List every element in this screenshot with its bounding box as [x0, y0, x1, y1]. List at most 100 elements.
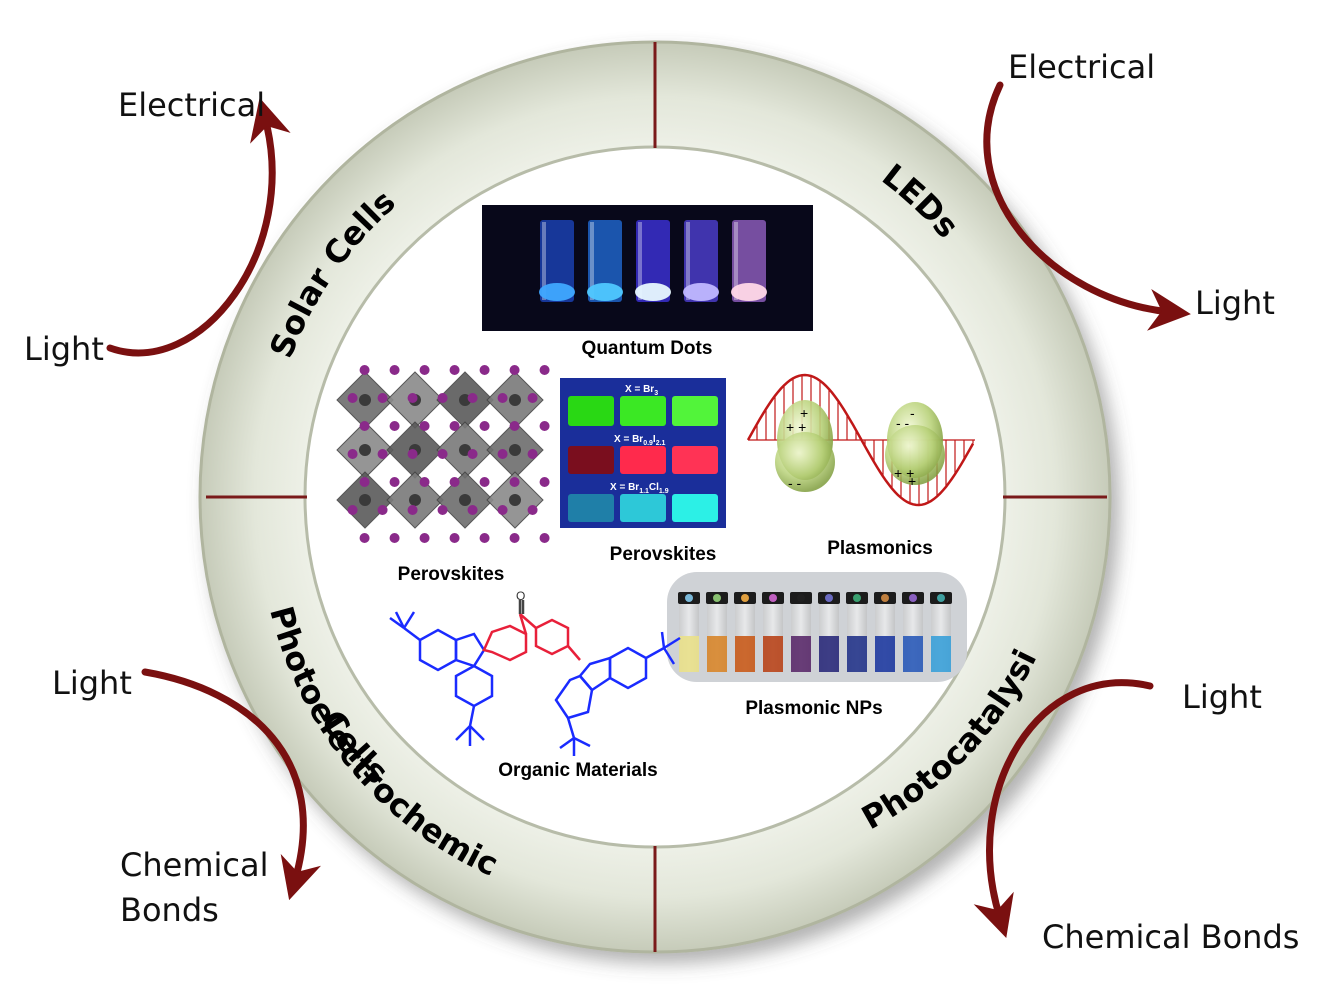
crystal-atom [509, 421, 520, 431]
label-plasmonics: Plasmonics [827, 538, 933, 559]
crystal-atom [419, 365, 430, 375]
svg-text:- -: - - [896, 415, 910, 431]
label-solar-light: Light [24, 330, 104, 368]
crystal-atom [407, 449, 418, 459]
label-perovskites-structure: Perovskites [398, 564, 505, 585]
label-perovskites-films: Perovskites [610, 544, 717, 565]
svg-text:-: - [910, 405, 915, 421]
crystal-atom [479, 365, 490, 375]
plasmonics-diagram: + + + - - - - - + + + [746, 373, 975, 507]
crystal-atom [509, 477, 520, 487]
crystal-octahedron [336, 371, 394, 429]
arrow-solar-light-to-electrical [106, 97, 291, 357]
label-led-light: Light [1195, 284, 1275, 322]
crystal-octahedron [486, 371, 544, 429]
perovskite-films-photo: X = Br3 X = Br0.9I2.1 X = Br1.1Cl1.9 [560, 378, 726, 528]
crystal-atom [527, 505, 538, 515]
crystal-atom [449, 533, 460, 543]
label-solar-electrical: Electrical [118, 86, 265, 124]
crystal-atom [389, 533, 400, 543]
crystal-atom [347, 505, 358, 515]
crystal-atom [479, 421, 490, 431]
nanoparticle-vial [902, 592, 924, 672]
crystal-atom [497, 505, 508, 515]
crystal-atom [539, 477, 550, 487]
crystal-atom [389, 421, 400, 431]
crystal-atom [437, 449, 448, 459]
crystal-atom [449, 365, 460, 375]
label-pec-bonds: Bonds [120, 891, 219, 929]
label-cat-chemical-bonds: Chemical Bonds [1042, 918, 1299, 956]
crystal-atom [407, 393, 418, 403]
svg-text:+ +: + + [786, 419, 806, 435]
organic-molecule-structure: O [389, 589, 681, 756]
crystal-atom [377, 505, 388, 515]
crystal-atom [539, 365, 550, 375]
svg-text:+: + [800, 405, 808, 421]
crystal-atom [389, 365, 400, 375]
crystal-atom [377, 449, 388, 459]
label-organic-materials: Organic Materials [498, 760, 657, 781]
nanoparticle-vial [706, 592, 728, 672]
crystal-atom [527, 449, 538, 459]
quantum-dot-vial [731, 220, 767, 302]
label-led-electrical: Electrical [1008, 48, 1155, 86]
plasmonic-nps-photo [667, 572, 967, 682]
nanoparticle-vial [678, 592, 700, 672]
crystal-atom [419, 533, 430, 543]
nanoparticle-vial [762, 592, 784, 672]
film-row3-label: X = Br1.1Cl1.9 [610, 482, 669, 495]
crystal-atom [449, 477, 460, 487]
quantum-dot-vial [683, 220, 719, 302]
svg-text:+ +: + + [894, 465, 914, 481]
label-cat-light: Light [1182, 678, 1262, 716]
crystal-atom [509, 533, 520, 543]
crystal-atom [389, 477, 400, 487]
crystal-atom [479, 533, 490, 543]
quantum-dot-vial [587, 220, 623, 302]
label-quantum-dots: Quantum Dots [582, 338, 713, 359]
crystal-atom [359, 421, 370, 431]
crystal-atom [407, 505, 418, 515]
nanoparticle-vial [846, 592, 868, 672]
crystal-atom [509, 365, 520, 375]
svg-text:- -: - - [788, 475, 802, 491]
crystal-atom [497, 393, 508, 403]
svg-text:+: + [908, 473, 916, 489]
crystal-atom [467, 505, 478, 515]
crystal-atom [419, 477, 430, 487]
svg-text:O: O [516, 589, 525, 603]
crystal-atom [539, 421, 550, 431]
label-plasmonic-nps: Plasmonic NPs [745, 698, 882, 719]
arrow-led-electrical-to-light [983, 81, 1191, 331]
crystal-atom [347, 393, 358, 403]
arrow-pec-light-to-chemical [141, 668, 322, 901]
quantum-dots-photo [482, 205, 813, 331]
nanoparticle-vial [818, 592, 840, 672]
film-row2-label: X = Br0.9I2.1 [614, 434, 666, 447]
crystal-atom [467, 393, 478, 403]
crystal-atom [497, 449, 508, 459]
crystal-atom [419, 421, 430, 431]
crystal-atom [347, 449, 358, 459]
perovskite-crystal-structure [336, 365, 550, 543]
nanoparticle-vial [874, 592, 896, 672]
film-row1-label: X = Br3 [625, 384, 658, 397]
nanoparticle-vial [790, 592, 812, 672]
crystal-atom [437, 393, 448, 403]
crystal-atom [449, 421, 460, 431]
crystal-octahedron [386, 471, 444, 529]
crystal-atom [479, 477, 490, 487]
quantum-dot-vial [539, 220, 575, 302]
arrow-cat-light-to-chemical [973, 679, 1154, 939]
crystal-atom [527, 393, 538, 403]
crystal-atom [467, 449, 478, 459]
crystal-atom [359, 477, 370, 487]
crystal-atom [437, 505, 448, 515]
crystal-atom [359, 533, 370, 543]
nanoparticle-vial [734, 592, 756, 672]
crystal-atom [539, 533, 550, 543]
label-pec-light: Light [52, 664, 132, 702]
label-pec-chemical: Chemical [120, 846, 268, 884]
